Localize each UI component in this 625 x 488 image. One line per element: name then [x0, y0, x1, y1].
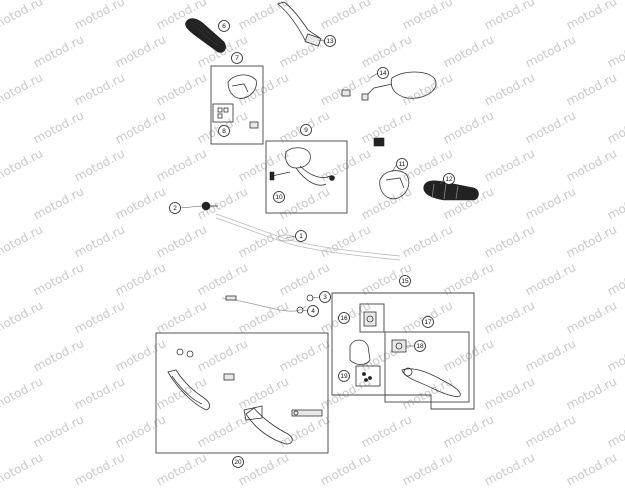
handlebar-part: [215, 213, 401, 261]
callout-11: 11: [396, 158, 408, 170]
brake-lever-part: [401, 367, 461, 397]
callout-label: 3: [323, 294, 327, 301]
callout-circle: [338, 312, 350, 324]
callout-label: 15: [401, 278, 409, 285]
callout-label: 13: [326, 38, 334, 45]
group-frame-20: [155, 332, 329, 454]
callout-13: 13: [324, 35, 336, 47]
left-grip-part: [185, 18, 226, 53]
callout-2: 2: [169, 202, 181, 214]
group-frame-17: [384, 331, 470, 403]
callout-15: 15: [399, 275, 411, 287]
callout-circle: [396, 158, 408, 170]
callout-19: 19: [338, 370, 350, 382]
callout-circle: [169, 202, 181, 214]
bar-end-bolt-part: [201, 201, 218, 211]
callout-label: 17: [424, 319, 432, 326]
callout-circle: [218, 20, 230, 32]
callout-16: 16: [338, 312, 350, 324]
right-switch-housing-part: [379, 170, 410, 200]
group-frame-16: [359, 303, 385, 333]
clutch-cable-part: [221, 294, 314, 314]
callout-circle: [414, 340, 426, 352]
connector-part: [373, 137, 385, 147]
small-fastener-parts: [362, 372, 372, 382]
callout-14: 14: [377, 67, 389, 79]
callout-8: 8: [218, 125, 230, 137]
callout-circle: [443, 173, 455, 185]
callout-label: 14: [379, 70, 387, 77]
callout-18: 18: [414, 340, 426, 352]
lever-bracket-part: [391, 339, 407, 353]
callout-circle: [399, 275, 411, 287]
callout-label: 12: [445, 176, 453, 183]
callout-12: 12: [443, 173, 455, 185]
callout-label: 7: [235, 55, 239, 62]
callout-label: 2: [173, 205, 177, 212]
group-frame-8: [212, 103, 234, 123]
callout-label: 18: [416, 343, 424, 350]
callout-label: 4: [311, 308, 315, 315]
group-frame-19: [355, 365, 381, 387]
callout-1: 1: [295, 230, 307, 242]
throttle-tube-part: [277, 1, 322, 47]
callout-9: 9: [300, 124, 312, 136]
callout-17: 17: [422, 316, 434, 328]
callout-7: 7: [231, 52, 243, 64]
callout-label: 11: [399, 161, 406, 168]
callout-4: 4: [307, 305, 319, 317]
callout-circle: [218, 125, 230, 137]
switch-with-wiring-part: [269, 147, 335, 186]
callout-circle: [295, 230, 307, 242]
callout-6: 6: [218, 20, 230, 32]
callout-label: 19: [340, 373, 348, 380]
callout-label: 16: [340, 315, 348, 322]
callout-circle: [231, 52, 243, 64]
callout-circle: [422, 316, 434, 328]
callout-circle: [377, 67, 389, 79]
callout-circle: [300, 124, 312, 136]
callout-label: 1: [299, 233, 303, 240]
callout-circle: [319, 291, 331, 303]
callout-label: 10: [275, 194, 283, 201]
group-frame-9: [265, 140, 348, 214]
left-switch-housing-part: [217, 74, 259, 129]
callout-label: 20: [234, 459, 242, 466]
callout-label: 6: [222, 23, 226, 30]
mirror-part: [341, 71, 437, 101]
callout-circle: [324, 35, 336, 47]
callout-label: 8: [222, 128, 226, 135]
leader-lines: [179, 39, 445, 347]
master-cylinder-part: [349, 311, 377, 365]
callout-10: 10: [273, 191, 285, 203]
callout-label: 9: [304, 127, 308, 134]
callout-3: 3: [319, 291, 331, 303]
callout-circle: [273, 191, 285, 203]
callout-circle: [338, 370, 350, 382]
group-frame-15: [331, 292, 475, 410]
hand-guard-assembly-part: [167, 348, 323, 445]
callout-circle: [307, 305, 319, 317]
callout-20: 20: [232, 456, 244, 468]
group-frame-7: [210, 65, 264, 145]
right-grip-part: [423, 180, 479, 201]
